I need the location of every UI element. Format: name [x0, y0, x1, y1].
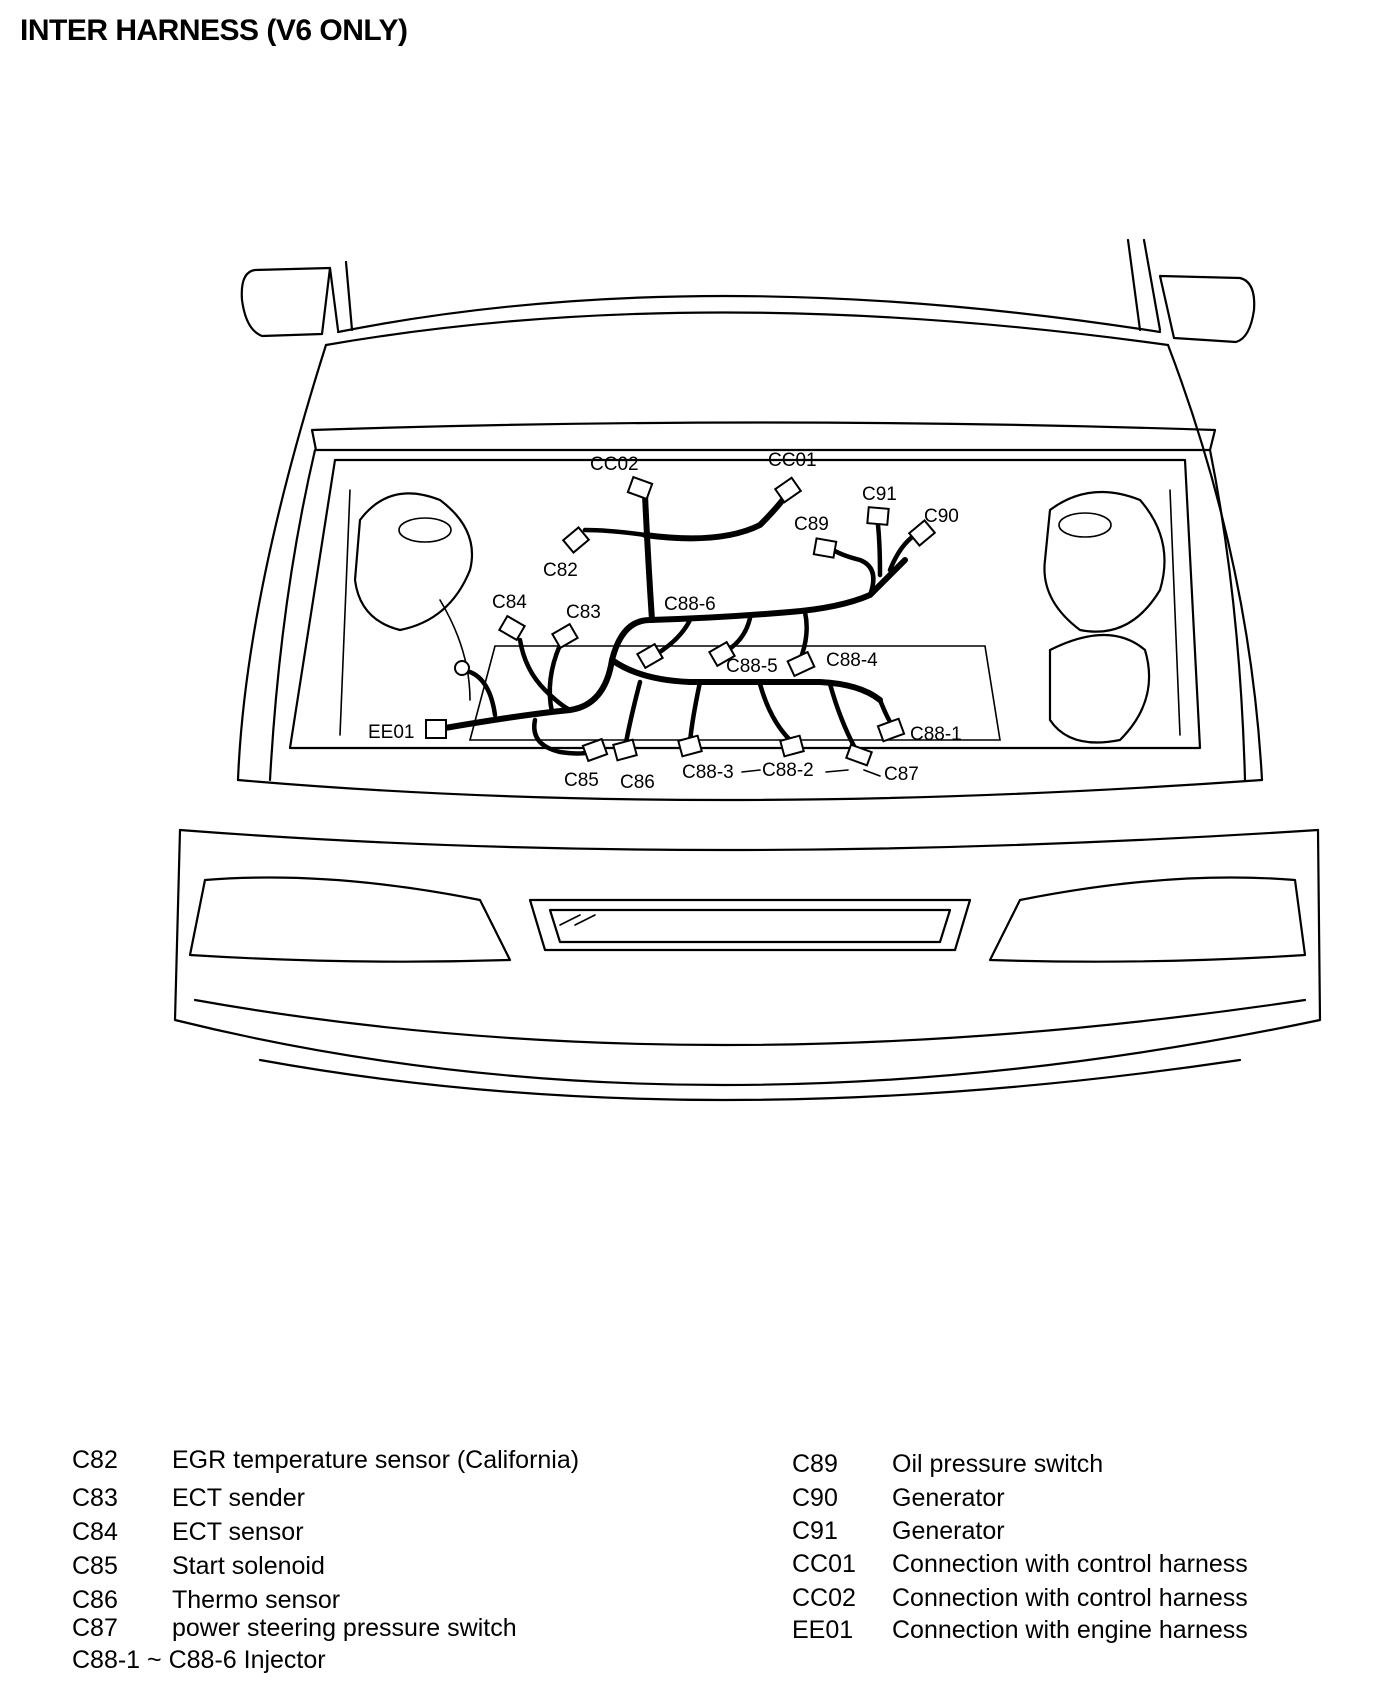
- label-cc02: CC02: [590, 454, 639, 475]
- legend-desc: power steering pressure switch: [172, 1614, 517, 1642]
- page-title: INTER HARNESS (V6 ONLY): [20, 14, 408, 47]
- connector-c88-5: [707, 640, 737, 668]
- legend-code: C86: [72, 1586, 118, 1614]
- label-c83: C83: [566, 602, 601, 623]
- connector-cc01: [773, 476, 803, 504]
- legend-code: C87: [72, 1614, 118, 1642]
- car-outline: [173, 238, 1322, 1102]
- injector-note: C88-1 ~ C88-6 Injector: [72, 1646, 326, 1674]
- label-c85: C85: [564, 770, 599, 791]
- connector-c83: [550, 622, 580, 650]
- connector-c88-6: [635, 642, 665, 670]
- connector-c88-4: [786, 650, 816, 678]
- label-c87: C87: [884, 764, 919, 785]
- legend-desc: Connection with control harness: [892, 1550, 1248, 1578]
- connector-c88-3: [677, 734, 703, 758]
- legend-desc: Connection with control harness: [892, 1584, 1248, 1612]
- label-ee01: EE01: [368, 722, 414, 743]
- legend-code: C85: [72, 1552, 118, 1580]
- connector-c90: [907, 519, 937, 547]
- ground-point: [454, 660, 470, 676]
- label-c86: C86: [620, 772, 655, 793]
- legend-desc: Thermo sensor: [172, 1586, 341, 1614]
- connector-c91: [866, 506, 890, 526]
- connector-c85: [581, 737, 609, 763]
- diagram-labels: CC02 CC01 C91 C89 C90 C82 C84 C83 C88-6 …: [368, 450, 962, 793]
- connector-ee01: [425, 719, 447, 739]
- connectors: [425, 475, 937, 767]
- legend-code: CC02: [792, 1584, 856, 1612]
- legend-code: C84: [72, 1518, 118, 1546]
- connector-c82: [561, 526, 591, 554]
- legend-code: C82: [72, 1446, 118, 1474]
- legend-code: C89: [792, 1450, 838, 1478]
- connector-cc02: [626, 475, 654, 501]
- label-c89: C89: [794, 514, 829, 535]
- legend-desc: Generator: [892, 1484, 1005, 1512]
- legend-desc: Start solenoid: [172, 1552, 325, 1580]
- legend-desc: EGR temperature sensor (California): [172, 1446, 580, 1474]
- label-cc01: CC01: [768, 450, 817, 471]
- label-c82: C82: [543, 560, 578, 581]
- legend-code: C90: [792, 1484, 838, 1512]
- label-c90: C90: [924, 506, 959, 527]
- connector-c89: [812, 537, 838, 559]
- connector-c88-1: [876, 717, 906, 743]
- label-c88-2: C88-2: [762, 760, 814, 781]
- legend-code: C91: [792, 1517, 838, 1545]
- harness-diagram: CC02 CC01 C91 C89 C90 C82 C84 C83 C88-6 …: [173, 238, 1322, 1102]
- label-c91: C91: [862, 484, 897, 505]
- legend-desc: ECT sensor: [172, 1518, 304, 1546]
- connector-c88-2: [779, 734, 805, 758]
- label-c84: C84: [492, 592, 527, 613]
- connector-c84: [497, 614, 527, 642]
- legend-desc: Generator: [892, 1517, 1005, 1545]
- label-c88-3: C88-3: [682, 762, 734, 783]
- legend-code: EE01: [792, 1616, 854, 1644]
- label-c88-1: C88-1: [910, 724, 962, 745]
- legend-desc: ECT sender: [172, 1484, 305, 1512]
- connector-c86: [612, 738, 638, 762]
- label-c88-4: C88-4: [826, 650, 878, 671]
- legend-code: C83: [72, 1484, 118, 1512]
- label-c88-6: C88-6: [664, 594, 716, 615]
- label-c88-5: C88-5: [726, 656, 778, 677]
- legend-code: CC01: [792, 1550, 856, 1578]
- legend-desc: Oil pressure switch: [892, 1450, 1104, 1478]
- legend-desc: Connection with engine harness: [892, 1616, 1248, 1644]
- connector-c87: [844, 743, 874, 767]
